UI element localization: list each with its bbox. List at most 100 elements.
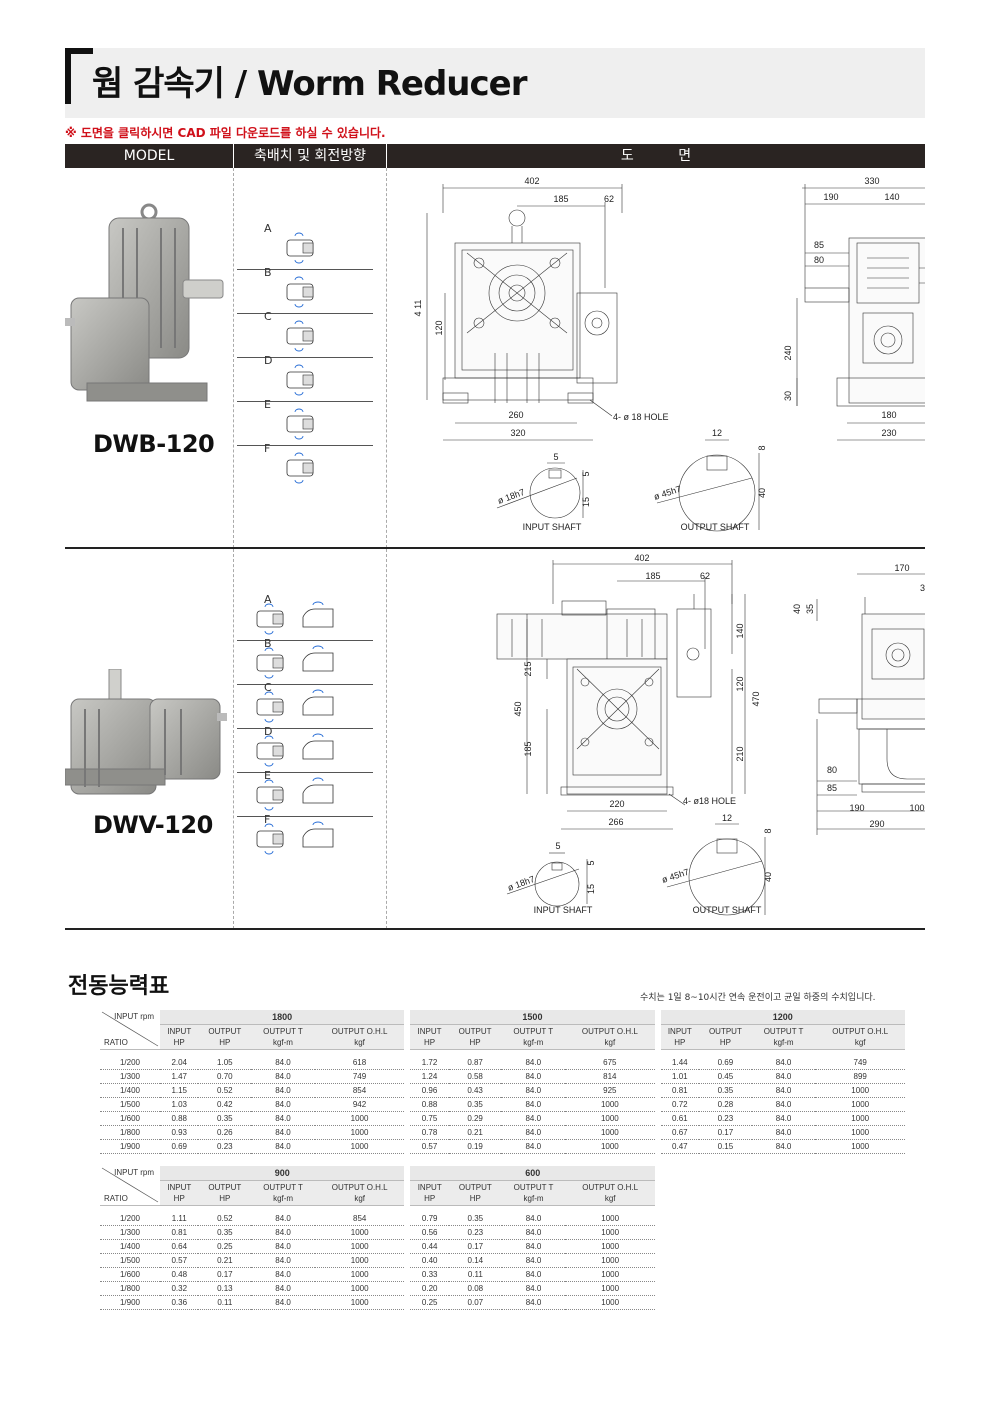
svg-text:85: 85 xyxy=(814,240,824,250)
value-cell: 84.0 xyxy=(501,1084,566,1098)
svg-text:185: 185 xyxy=(645,571,660,581)
value-cell: 0.48 xyxy=(160,1268,199,1282)
svg-text:210: 210 xyxy=(735,746,745,761)
value-cell: 84.0 xyxy=(751,1140,816,1154)
arrangement-letter: A xyxy=(264,593,272,606)
dwv-arrangement-c: C xyxy=(237,681,373,729)
value-cell: 0.40 xyxy=(410,1254,449,1268)
dwv-product-photo[interactable] xyxy=(65,669,233,809)
arrangement-letter: D xyxy=(264,354,273,367)
svg-text:470: 470 xyxy=(751,691,761,706)
svg-text:190: 190 xyxy=(823,192,838,202)
value-cell: 854 xyxy=(314,1212,405,1226)
value-cell: 0.26 xyxy=(198,1126,252,1140)
ratio-cell: 1/800 xyxy=(100,1282,160,1296)
svg-text:185: 185 xyxy=(523,741,533,756)
svg-text:80: 80 xyxy=(827,765,837,775)
value-cell: 0.52 xyxy=(198,1212,252,1226)
value-cell: 1000 xyxy=(565,1126,655,1140)
header-drawing: 도 면 xyxy=(620,148,692,164)
svg-text:240: 240 xyxy=(783,345,793,360)
value-cell: 84.0 xyxy=(501,1140,566,1154)
value-cell: 0.44 xyxy=(410,1240,449,1254)
value-cell: 925 xyxy=(565,1084,655,1098)
arrangement-letter: B xyxy=(264,266,272,279)
value-cell: 1000 xyxy=(314,1126,405,1140)
value-cell: 0.45 xyxy=(699,1070,752,1084)
value-cell: 1000 xyxy=(565,1296,655,1310)
value-cell: 1000 xyxy=(565,1112,655,1126)
value-cell: 0.69 xyxy=(160,1140,199,1154)
value-cell: 749 xyxy=(314,1070,405,1084)
ratio-cell: 1/600 xyxy=(100,1112,160,1126)
value-cell: 1.15 xyxy=(160,1084,199,1098)
value-cell: 0.25 xyxy=(198,1240,252,1254)
value-cell: 84.0 xyxy=(251,1112,315,1126)
svg-text:ø 45h7: ø 45h7 xyxy=(661,867,691,885)
arrangement-letter: A xyxy=(264,222,272,235)
shaft-arrangement-icon xyxy=(286,408,314,440)
value-cell: 0.29 xyxy=(448,1112,502,1126)
value-cell: 0.35 xyxy=(699,1084,752,1098)
value-cell: 84.0 xyxy=(251,1282,315,1296)
value-cell: 84.0 xyxy=(501,1056,566,1070)
value-cell: 675 xyxy=(565,1056,655,1070)
shaft-arrangement-icon xyxy=(256,689,334,723)
svg-text:8: 8 xyxy=(757,445,767,450)
ratio-cell: 1/900 xyxy=(100,1140,160,1154)
value-cell: 84.0 xyxy=(501,1212,566,1226)
value-cell: 0.81 xyxy=(160,1226,199,1240)
value-cell: 0.07 xyxy=(448,1296,502,1310)
svg-text:30: 30 xyxy=(920,583,925,593)
svg-text:120: 120 xyxy=(735,676,745,691)
svg-text:450: 450 xyxy=(513,701,523,716)
svg-text:4- ø18 HOLE: 4- ø18 HOLE xyxy=(683,796,736,806)
dwb-arrangement-e: E xyxy=(237,398,373,446)
title-band xyxy=(65,48,925,118)
svg-text:12: 12 xyxy=(712,428,722,438)
dwv-technical-drawing[interactable]: 402 185 62 215 450 185 140 120 470 210 2… xyxy=(387,549,925,927)
rpm-group-header: 600 xyxy=(410,1166,655,1181)
svg-text:190: 190 xyxy=(849,803,864,813)
value-cell: 0.35 xyxy=(198,1112,252,1126)
value-cell: 0.87 xyxy=(448,1056,502,1070)
value-cell: 0.88 xyxy=(410,1098,449,1112)
value-cell: 0.88 xyxy=(160,1112,199,1126)
arrangement-letter: F xyxy=(264,813,271,826)
value-cell: 0.52 xyxy=(198,1084,252,1098)
arrangement-letter: F xyxy=(264,442,271,455)
svg-text:140: 140 xyxy=(884,192,899,202)
value-cell: 1000 xyxy=(815,1140,905,1154)
svg-text:320: 320 xyxy=(510,428,525,438)
shaft-arrangement-icon xyxy=(256,645,334,679)
value-cell: 84.0 xyxy=(251,1056,315,1070)
value-cell: 749 xyxy=(815,1056,905,1070)
svg-text:170: 170 xyxy=(894,563,909,573)
svg-text:80: 80 xyxy=(814,255,824,265)
value-cell: 84.0 xyxy=(501,1112,566,1126)
value-cell: 0.19 xyxy=(448,1140,502,1154)
shaft-arrangement-icon xyxy=(286,364,314,396)
value-cell: 899 xyxy=(815,1070,905,1084)
dwb-technical-drawing[interactable]: 402 185 62 4 11 120 260 320 4- ø 18 HOLE… xyxy=(387,168,925,546)
value-cell: 84.0 xyxy=(501,1268,566,1282)
value-cell: 0.69 xyxy=(699,1056,752,1070)
svg-text:15: 15 xyxy=(581,497,591,507)
value-cell: 84.0 xyxy=(751,1098,816,1112)
arrangement-letter: B xyxy=(264,637,272,650)
dwb-product-photo[interactable] xyxy=(65,198,233,428)
power-table-note: 수치는 1일 8~10시간 연속 운전이고 균일 하중의 수치입니다. xyxy=(640,993,876,1003)
svg-text:4 11: 4 11 xyxy=(413,300,423,317)
svg-text:260: 260 xyxy=(508,410,523,420)
